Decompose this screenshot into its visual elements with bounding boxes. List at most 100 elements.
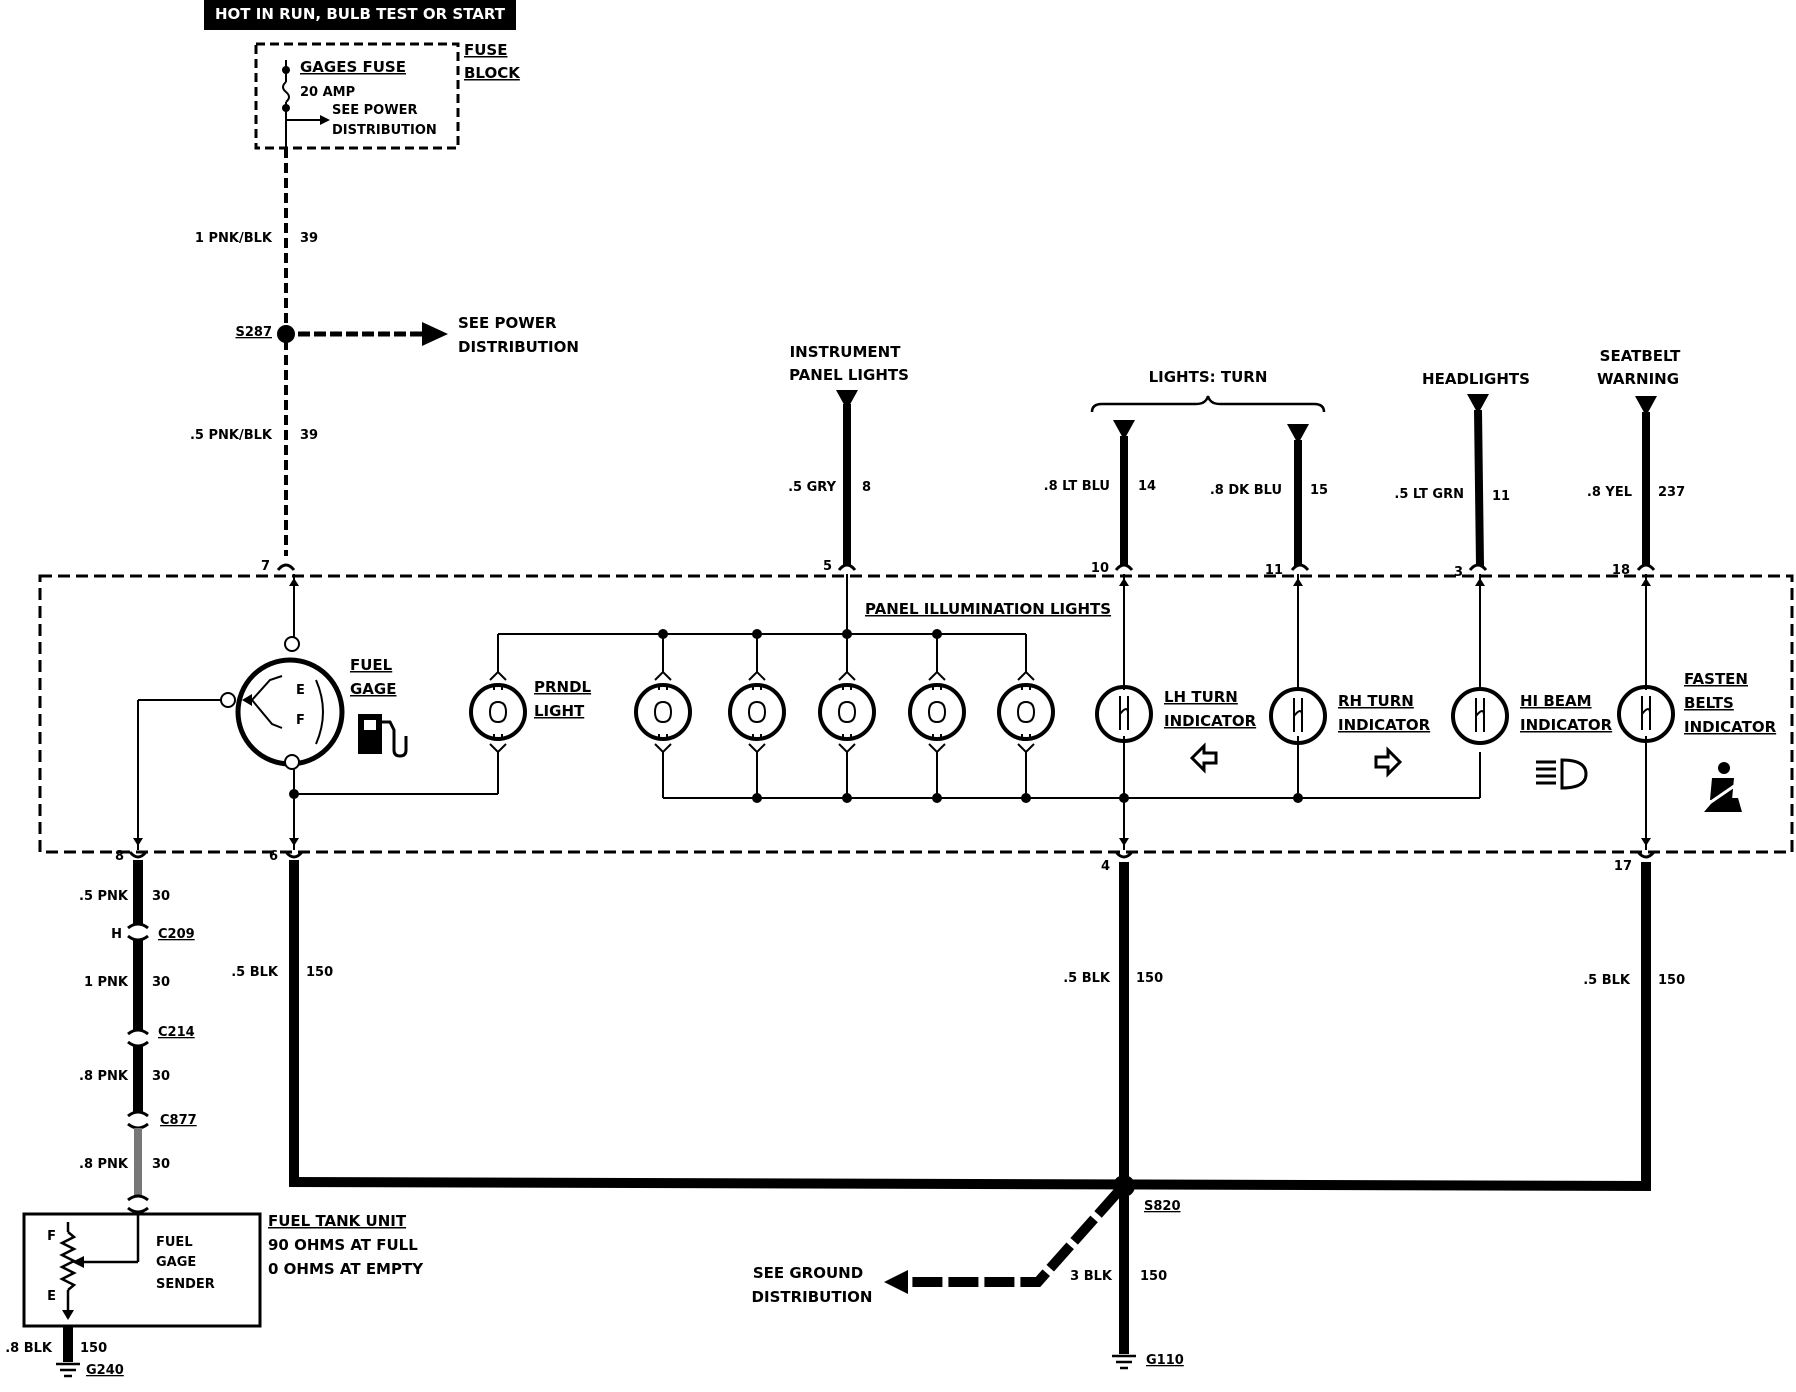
- left-arrow-icon: [1189, 742, 1218, 774]
- fuse-icon: [282, 81, 290, 103]
- pin-6: 6: [269, 849, 278, 864]
- sender-f: F: [47, 1229, 56, 1244]
- pin-8: 8: [115, 849, 124, 864]
- pin-4: 4: [1101, 859, 1110, 874]
- wire-dk-blu-size: .8 DK BLU: [1210, 483, 1282, 498]
- fasten-belts-bulb: [1617, 685, 1675, 743]
- fuse-see-power-1: SEE POWER: [332, 103, 417, 118]
- fuse-terminal-top: [282, 66, 290, 74]
- wire-39-lower-size: .5 PNK/BLK: [190, 428, 273, 443]
- fuel-tank-unit-label-1: FUEL TANK UNIT: [268, 1212, 407, 1230]
- wire-lt-grn-circuit: 11: [1492, 489, 1510, 504]
- wire-39-lower-circuit: 39: [300, 428, 318, 443]
- wire-pnk-4-circuit: 30: [152, 1157, 170, 1172]
- pin-arrows: [133, 578, 1651, 846]
- fuse-name: GAGES FUSE: [300, 58, 406, 76]
- wire-blk-mid-circuit: 150: [1136, 971, 1163, 986]
- ground-g240-symbol: [56, 1362, 80, 1378]
- panel-illumination-label: PANEL ILLUMINATION LIGHTS: [865, 600, 1111, 618]
- wire-pnk-2-size: 1 PNK: [84, 975, 129, 990]
- wire-lt-blu-circuit: 14: [1138, 479, 1156, 494]
- wire-pnk-3-size: .8 PNK: [79, 1069, 129, 1084]
- wire-pnk-1-size: .5 PNK: [79, 889, 129, 904]
- wire-pnk-1-circuit: 30: [152, 889, 170, 904]
- right-arrow-icon: [1374, 746, 1403, 778]
- fuel-tank-unit-box: [22, 1212, 262, 1328]
- arrow-down-icon: [1113, 420, 1135, 440]
- wire-blk-left-size: .5 BLK: [231, 965, 279, 980]
- pin-3: 3: [1454, 565, 1463, 580]
- arrow-right-icon: [422, 322, 448, 346]
- wire-pnk-2-circuit: 30: [152, 975, 170, 990]
- wire-blk-right-size: .5 BLK: [1583, 973, 1631, 988]
- fasten-belts-label-1: FASTEN: [1684, 670, 1748, 688]
- wire-lt-blu-size: .8 LT BLU: [1044, 479, 1110, 494]
- wire-gry-size: .5 GRY: [788, 480, 836, 495]
- see-ground-label-2: DISTRIBUTION: [752, 1288, 873, 1306]
- ipl-label-1: INSTRUMENT: [790, 343, 902, 361]
- splice-s820: [1113, 1175, 1135, 1197]
- rh-turn-label-1: RH TURN: [1338, 692, 1414, 710]
- fasten-belts-label-2: BELTS: [1684, 694, 1734, 712]
- seatbelt-label-1: SEATBELT: [1600, 347, 1681, 365]
- pin-11: 11: [1265, 563, 1283, 578]
- sender-e: E: [47, 1289, 56, 1304]
- s287-see-power-2: DISTRIBUTION: [458, 338, 579, 356]
- panel-bulb-1: [634, 670, 692, 754]
- wire-pnk-4-size: .8 PNK: [79, 1157, 129, 1172]
- wire-lt-grn-size: .5 LT GRN: [1394, 487, 1464, 502]
- wire-blk-mid-size: .5 BLK: [1063, 971, 1111, 986]
- sender-label-1: FUEL: [156, 1235, 193, 1250]
- fuel-gage: [220, 636, 345, 770]
- rh-turn-label-2: INDICATOR: [1338, 716, 1431, 734]
- arrow-down-icon: [1287, 424, 1309, 444]
- splice-s287-label: S287: [236, 325, 273, 340]
- ground-g240-label: G240: [86, 1363, 124, 1378]
- wire-blk-ground-circuit: 150: [1140, 1269, 1167, 1284]
- fuel-gage-label-1: FUEL: [350, 656, 393, 674]
- headlight-icon: [1536, 758, 1588, 790]
- wiper-arrow-icon: [72, 1256, 84, 1268]
- arrow-down-icon: [836, 390, 858, 410]
- wire-gry-circuit: 8: [862, 480, 871, 495]
- prndl-bulb: [469, 670, 527, 754]
- fasten-belts-label-3: INDICATOR: [1684, 718, 1777, 736]
- turn-bracket: [1090, 395, 1326, 413]
- hi-beam-label-2: INDICATOR: [1520, 716, 1613, 734]
- seatbelt-icon: [1704, 762, 1742, 812]
- ground-g110-label: G110: [1146, 1353, 1184, 1368]
- power-header-box: [204, 0, 516, 30]
- lh-turn-bulb: [1095, 685, 1153, 743]
- hi-beam-bulb: [1451, 687, 1509, 745]
- lh-turn-label-1: LH TURN: [1164, 688, 1238, 706]
- wire-ground-branch: [904, 1188, 1122, 1287]
- connector-c877: C877: [160, 1113, 197, 1128]
- panel-bulb-5: [997, 670, 1055, 754]
- panel-bulb-3: [818, 670, 876, 754]
- see-ground-label-1: SEE GROUND: [753, 1264, 863, 1282]
- instrument-cluster-box: [38, 574, 1794, 854]
- connector-c214: C214: [158, 1025, 195, 1040]
- wire-blk-right-circuit: 150: [1658, 973, 1685, 988]
- pin-10: 10: [1091, 561, 1109, 576]
- sender-label-2: GAGE: [156, 1255, 196, 1270]
- wire-39-upper-circuit: 39: [300, 231, 318, 246]
- splice-s820-label: S820: [1144, 1199, 1181, 1214]
- fuel-pump-icon: [358, 714, 408, 758]
- fuse-rating: 20 AMP: [300, 85, 355, 100]
- connector-c209: C209: [158, 927, 195, 942]
- fuse-block-label-1: FUSE: [464, 41, 507, 59]
- bottom-connector-pins: [128, 851, 1656, 859]
- panel-bulb-4: [908, 670, 966, 754]
- prndl-label-1: PRNDL: [534, 678, 592, 696]
- wire-blk-ground-size: 3 BLK: [1070, 1269, 1113, 1284]
- top-connector-pins: [276, 563, 1656, 571]
- fuel-tank-unit-label-2: 90 OHMS AT FULL: [268, 1236, 418, 1254]
- junction-dots: [289, 629, 1303, 803]
- arrow-down-icon: [62, 1310, 74, 1320]
- seatbelt-label-2: WARNING: [1597, 370, 1679, 388]
- pin-7: 7: [261, 559, 270, 574]
- arrow-left-icon: [884, 1270, 908, 1294]
- turn-label: LIGHTS: TURN: [1149, 368, 1268, 386]
- pin-17: 17: [1614, 859, 1632, 874]
